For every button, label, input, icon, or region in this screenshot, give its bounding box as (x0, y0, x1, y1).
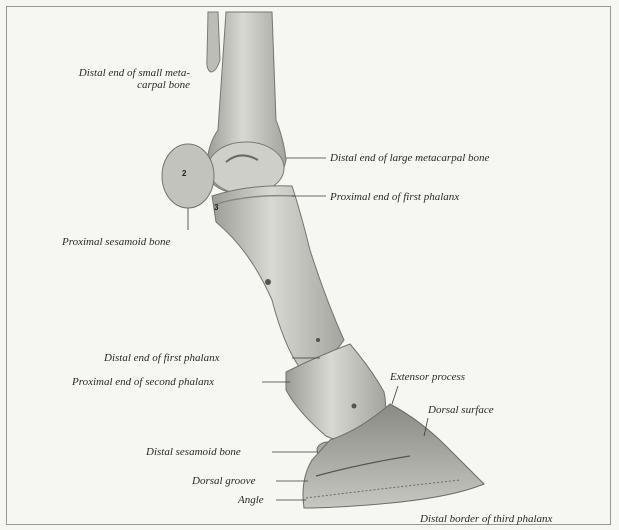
label-distal-first-phalanx: Distal end of first phalanx (104, 352, 220, 364)
marker-2: 2 (182, 169, 187, 178)
label-distal-sesamoid: Distal sesamoid bone (146, 446, 241, 458)
small-metacarpal-bone (207, 12, 220, 72)
label-distal-small-metacarpal: Distal end of small meta- carpal bone (40, 67, 190, 91)
label-angle: Angle (238, 494, 264, 506)
marker-3: 3 (214, 203, 219, 212)
label-extensor-process: Extensor process (390, 371, 465, 383)
label-dorsal-groove: Dorsal groove (192, 475, 255, 487)
proximal-sesamoid-bone-shape (162, 144, 214, 208)
label-proximal-first-phalanx: Proximal end of first phalanx (330, 191, 459, 203)
label-line-2: carpal bone (40, 79, 190, 91)
first-phalanx-bone (212, 186, 344, 368)
label-dorsal-surface: Dorsal surface (428, 404, 494, 416)
label-line-1: Distal end of small meta- (40, 67, 190, 79)
label-proximal-second-phalanx: Proximal end of second phalanx (72, 376, 214, 388)
label-distal-border-third-phalanx: Distal border of third phalanx (420, 513, 552, 525)
label-proximal-sesamoid: Proximal sesamoid bone (62, 236, 170, 248)
label-distal-large-metacarpal: Distal end of large metacarpal bone (330, 152, 489, 164)
